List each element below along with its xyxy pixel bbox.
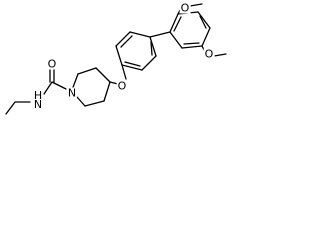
- bond-ring1-f: [121, 64, 143, 71]
- molecule-bonds: [5, 3, 227, 115]
- atom-methoxy-bottom-oxygen: O: [203, 47, 215, 61]
- bond-ring1-inner-1: [120, 35, 133, 48]
- bond-nh-carbonyl: [43, 81, 53, 95]
- bond-ether-o-phenyl: [121, 64, 127, 80]
- bond-methoxy-bottom-ch3: [213, 53, 227, 57]
- bond-ring1-inner-3: [124, 61, 141, 67]
- bond-biaryl: [149, 31, 171, 38]
- bond-ring2-inner-3: [183, 42, 200, 45]
- bond-pip-c5-c6: [84, 100, 105, 107]
- bond-ring2-c: [197, 11, 211, 29]
- bond-ring2-f: [169, 31, 183, 49]
- bond-ring2-a: [169, 13, 179, 33]
- atom-amide-nitrogen: H N: [32, 89, 44, 111]
- atom-piperidine-nitrogen: N: [66, 86, 78, 100]
- bond-methoxy-top-ch3: [189, 3, 203, 7]
- bond-pip-c4-c5: [103, 81, 111, 102]
- bond-pip-c2-c3: [77, 67, 97, 75]
- bond-carbonyl-piperidine-n: [51, 81, 67, 90]
- bond-pip-c6-n: [76, 96, 86, 107]
- bond-ring1-c: [129, 31, 151, 38]
- chemical-structure-diagram: O H N N O O O: [0, 0, 236, 122]
- bond-ring2-d: [201, 27, 211, 47]
- atom-methoxy-top-oxygen: O: [179, 1, 191, 15]
- bond-ring1-b: [115, 31, 131, 47]
- bond-ring2-inner-2: [199, 15, 207, 29]
- bond-ring1-d: [149, 36, 157, 57]
- bond-ring2-e: [181, 45, 203, 49]
- bond-ring2-inner-1: [173, 16, 182, 32]
- atom-carbonyl-oxygen: O: [46, 57, 58, 71]
- atom-ether-oxygen: O: [116, 79, 128, 93]
- bond-pip-c3-c4: [95, 67, 111, 83]
- bond-pip-n-c2: [71, 73, 79, 91]
- bond-ring1-a: [115, 45, 123, 66]
- bond-ring1-e: [141, 55, 157, 71]
- bond-ring1-inner-2: [150, 41, 153, 56]
- bond-ethyl-ch3: [5, 101, 16, 115]
